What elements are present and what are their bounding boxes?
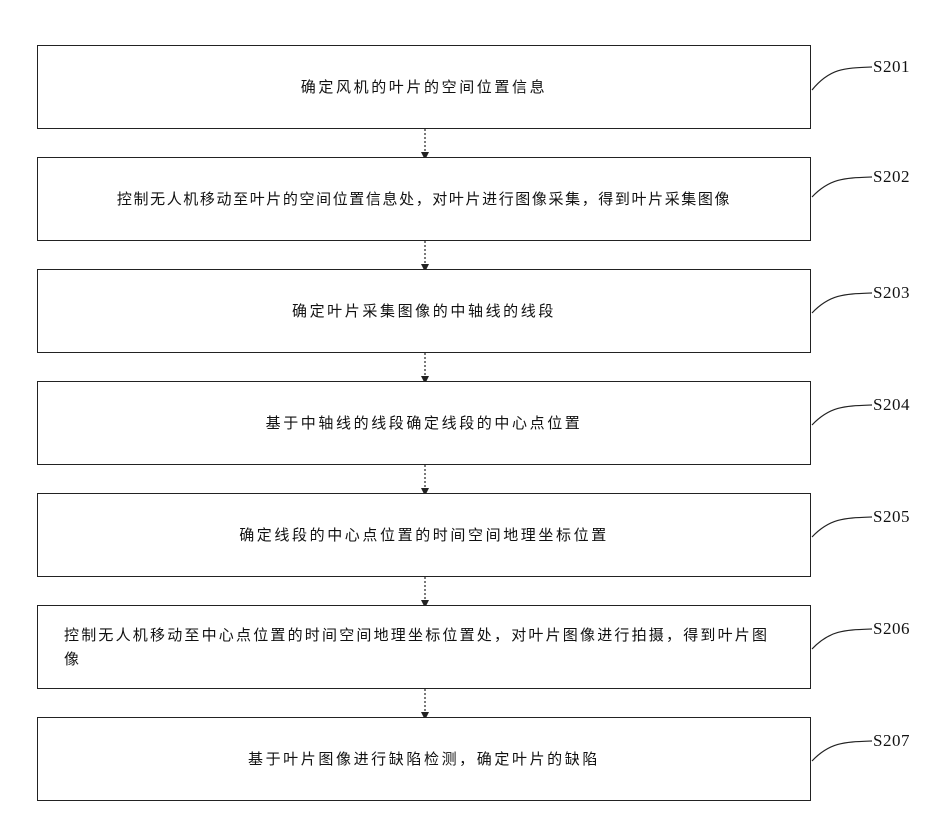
step-box-s201: 确定风机的叶片的空间位置信息 <box>37 45 811 129</box>
leader-s204 <box>812 405 872 425</box>
step-label-s202: S202 <box>873 167 910 187</box>
leader-s202 <box>812 177 872 197</box>
step-text-s201: 确定风机的叶片的空间位置信息 <box>301 75 547 99</box>
step-label-s203: S203 <box>873 283 910 303</box>
step-box-s202: 控制无人机移动至叶片的空间位置信息处，对叶片进行图像采集，得到叶片采集图像 <box>37 157 811 241</box>
step-box-s207: 基于叶片图像进行缺陷检测，确定叶片的缺陷 <box>37 717 811 801</box>
step-label-s205: S205 <box>873 507 910 527</box>
step-label-s204: S204 <box>873 395 910 415</box>
step-box-s205: 确定线段的中心点位置的时间空间地理坐标位置 <box>37 493 811 577</box>
step-text-s205: 确定线段的中心点位置的时间空间地理坐标位置 <box>239 523 609 547</box>
step-text-s203: 确定叶片采集图像的中轴线的线段 <box>292 299 556 323</box>
step-box-s206: 控制无人机移动至中心点位置的时间空间地理坐标位置处，对叶片图像进行拍摄，得到叶片… <box>37 605 811 689</box>
step-box-s204: 基于中轴线的线段确定线段的中心点位置 <box>37 381 811 465</box>
step-label-s201: S201 <box>873 57 910 77</box>
step-text-s204: 基于中轴线的线段确定线段的中心点位置 <box>266 411 583 435</box>
step-text-s207: 基于叶片图像进行缺陷检测，确定叶片的缺陷 <box>248 747 600 771</box>
leader-s205 <box>812 517 872 537</box>
step-text-s206: 控制无人机移动至中心点位置的时间空间地理坐标位置处，对叶片图像进行拍摄，得到叶片… <box>64 623 784 671</box>
step-text-s202: 控制无人机移动至叶片的空间位置信息处，对叶片进行图像采集，得到叶片采集图像 <box>117 187 731 211</box>
leader-s203 <box>812 293 872 313</box>
leader-s206 <box>812 629 872 649</box>
step-label-s206: S206 <box>873 619 910 639</box>
step-label-s207: S207 <box>873 731 910 751</box>
step-box-s203: 确定叶片采集图像的中轴线的线段 <box>37 269 811 353</box>
leader-s201 <box>812 67 872 90</box>
leader-s207 <box>812 741 872 761</box>
